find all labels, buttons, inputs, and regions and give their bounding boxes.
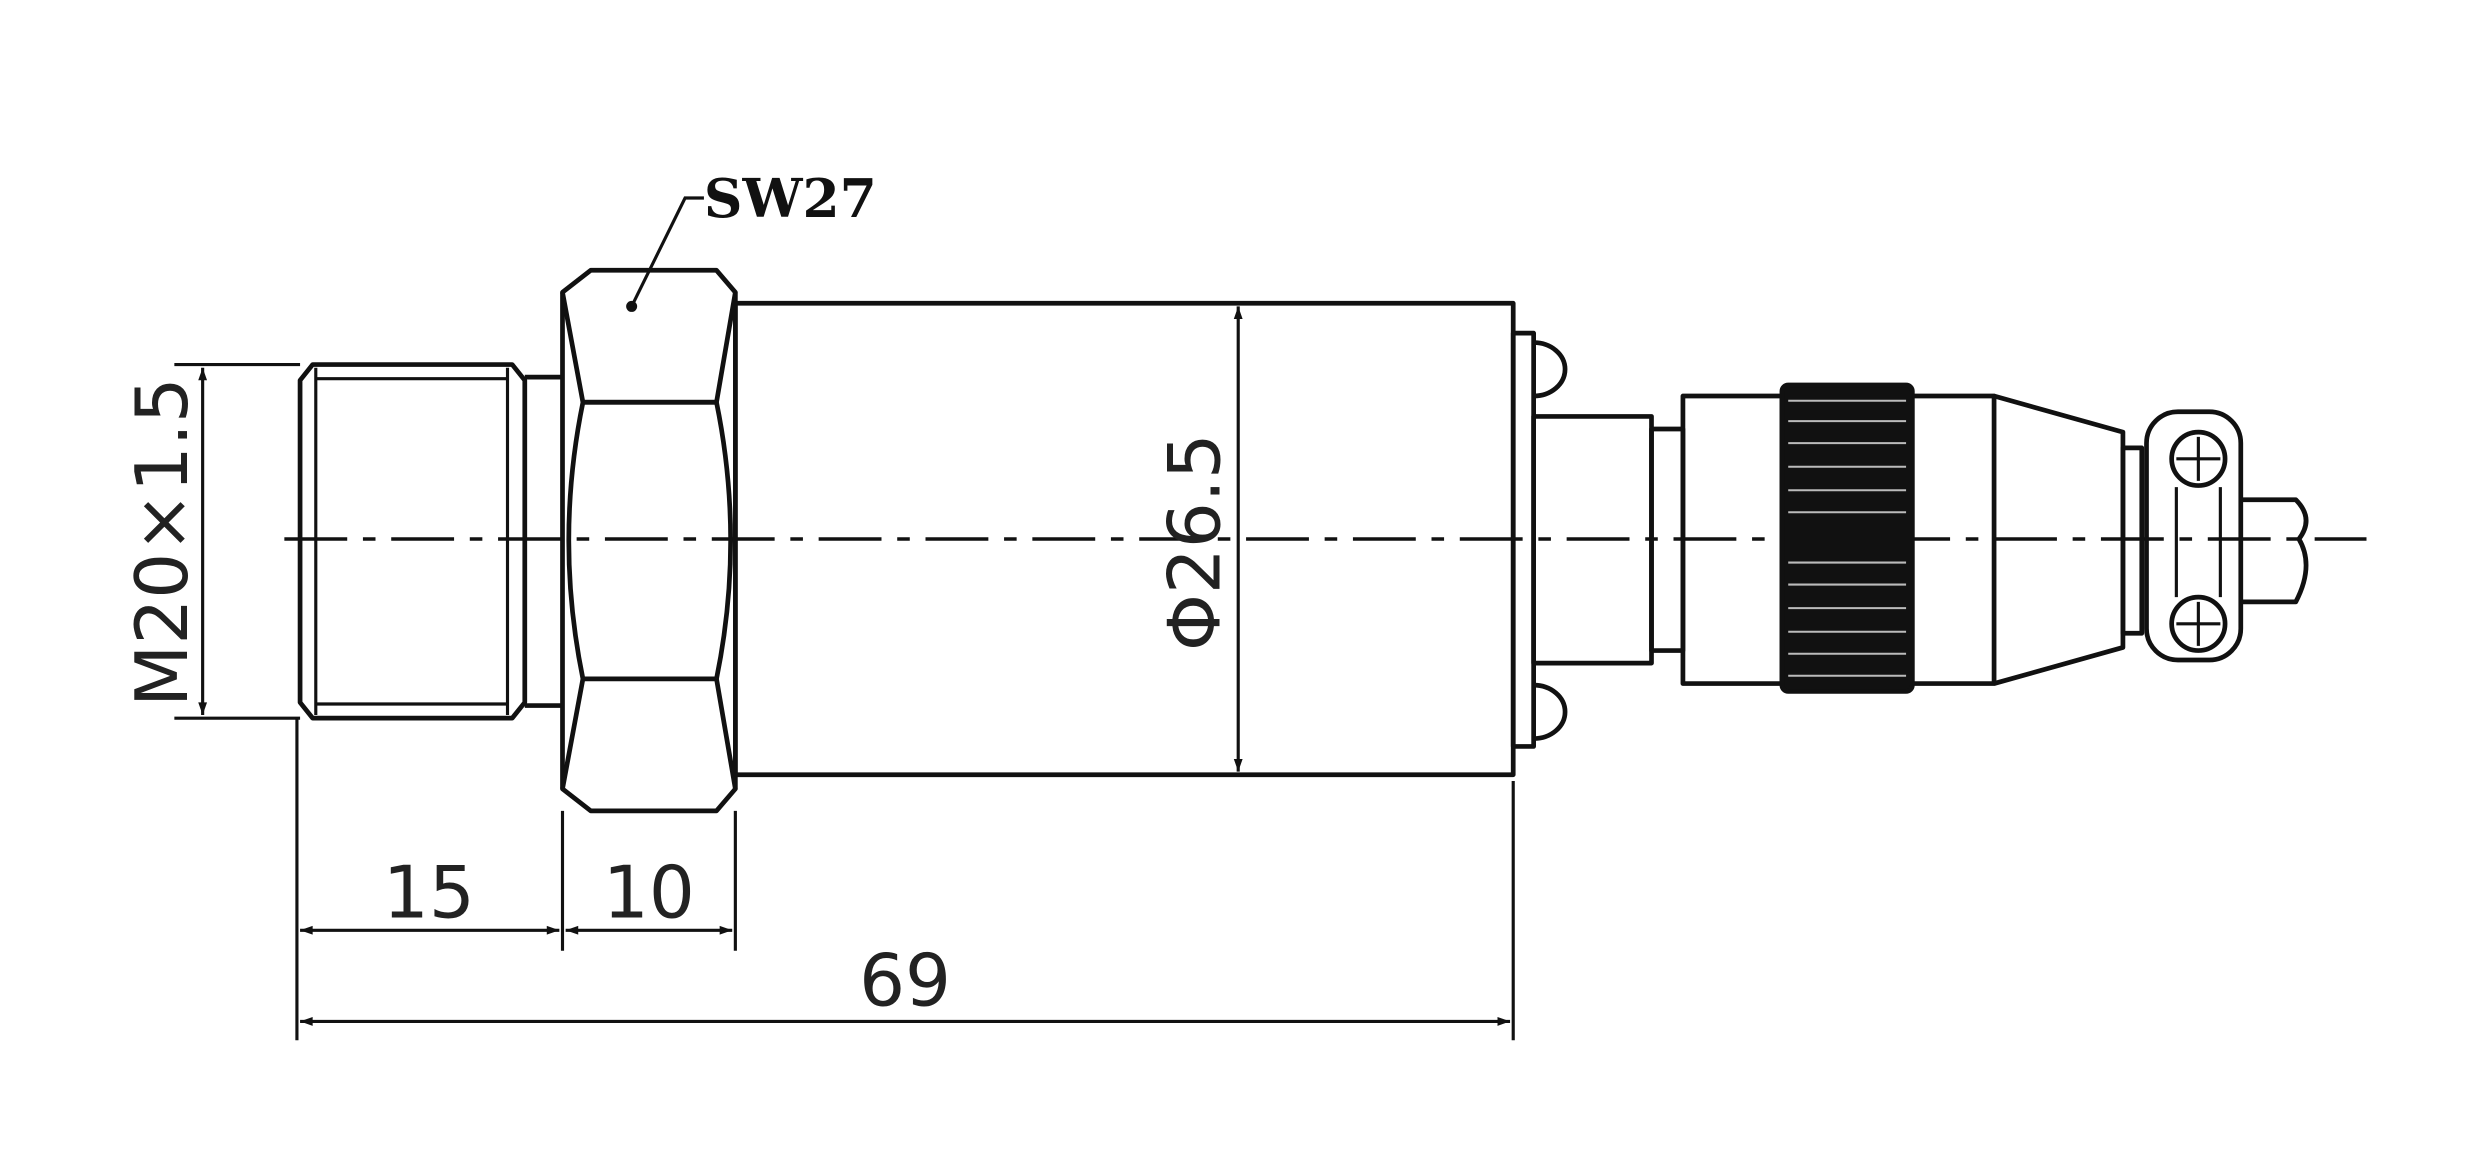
diameter-dimension-label: Φ26.5 [1153, 433, 1237, 651]
callout-label: SW27 [704, 167, 877, 230]
overall-length-label: 69 [859, 940, 951, 1024]
wrench-size-callout: SW27 [630, 167, 877, 308]
knurled-ring [1779, 382, 1915, 694]
hex-nut [560, 267, 738, 814]
cable-connector [1680, 382, 2309, 694]
thread-section [297, 362, 528, 721]
neck [524, 374, 563, 708]
dimension-lengths: 15 10 69 [295, 718, 1515, 1041]
thread-length-label: 15 [383, 852, 475, 936]
cable [2240, 497, 2309, 605]
dimension-thread: M20×1.5 [121, 363, 301, 720]
dimension-diameter: Φ26.5 [1153, 306, 1243, 772]
thread-dimension-label: M20×1.5 [121, 377, 205, 707]
hex-length-label: 10 [603, 852, 695, 936]
